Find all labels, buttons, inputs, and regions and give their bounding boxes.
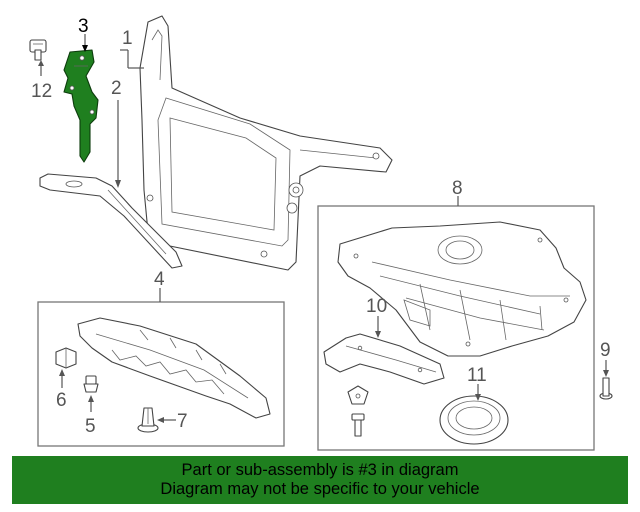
part-7-push-clip: [137, 407, 159, 433]
callout-12: 12: [31, 81, 52, 102]
part-6-retainer: [55, 347, 77, 369]
callout-6: 6: [56, 390, 67, 411]
group-box-8: [317, 205, 595, 451]
part-10-fastener: [347, 385, 369, 437]
callout-11: 11: [467, 365, 487, 386]
part-3-bracket-highlighted: [63, 49, 99, 163]
banner-line-2: Diagram may not be specific to your vehi…: [160, 480, 480, 498]
info-banner: Part or sub-assembly is #3 in diagram Di…: [12, 456, 628, 504]
group-box-4: [37, 301, 285, 447]
part-12-clip: [29, 39, 47, 61]
callout-5: 5: [85, 416, 96, 437]
part-10-panel: [323, 333, 445, 385]
part-5-bolt: [83, 375, 99, 393]
part-2-lower-bar: [39, 173, 183, 269]
part-8-under-cover: [337, 221, 587, 357]
callout-10: 10: [366, 296, 387, 317]
callout-2: 2: [111, 78, 122, 99]
part-4-deflector: [77, 317, 271, 419]
callout-7: 7: [177, 411, 188, 432]
callout-8: 8: [452, 178, 463, 199]
part-11-round-cover: [439, 395, 509, 445]
part-1-radiator-support: [139, 15, 393, 271]
part-9-bolt: [599, 377, 613, 400]
callout-1: 1: [122, 28, 133, 49]
callout-4: 4: [154, 269, 165, 290]
callout-3: 3: [78, 16, 89, 37]
banner-line-1: Part or sub-assembly is #3 in diagram: [181, 461, 459, 479]
callout-9: 9: [600, 340, 611, 361]
